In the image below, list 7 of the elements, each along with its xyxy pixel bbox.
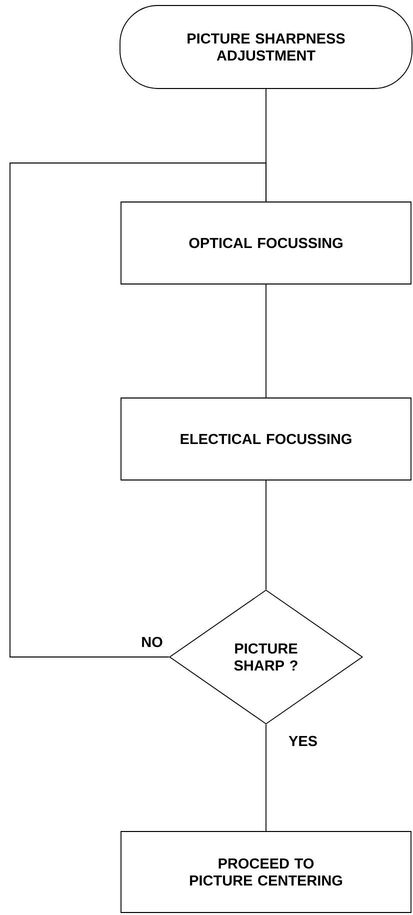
process-box: OPTICAL FOCUSSING — [120, 202, 412, 284]
connector-line — [10, 162, 266, 658]
edge-label: YES — [288, 736, 317, 746]
process-box: PROCEED TO PICTURE CENTERING — [120, 831, 412, 913]
process-box: ELECTICAL FOCUSSING — [120, 398, 412, 480]
edge-label: NO — [142, 636, 162, 648]
terminal-box: PICTURE SHARPNESS ADJUSTMENT — [120, 5, 412, 89]
